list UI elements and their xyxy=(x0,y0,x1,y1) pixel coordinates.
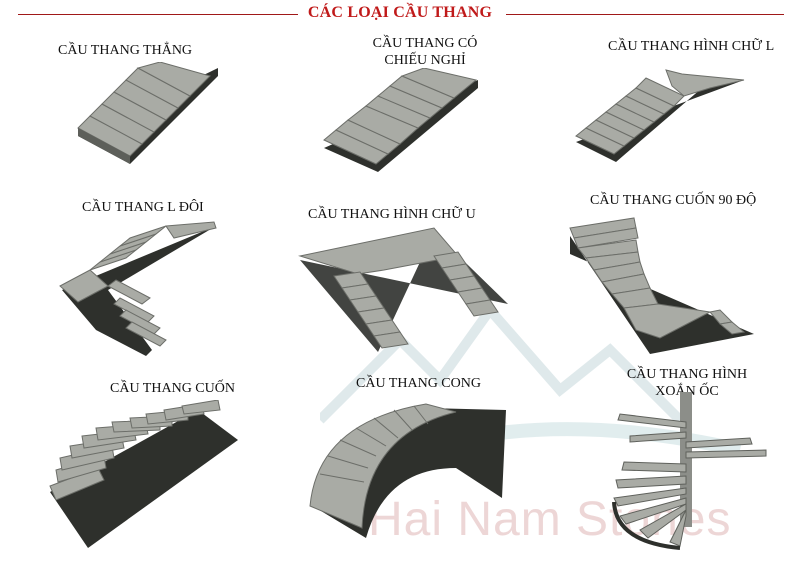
u-stair-illustration xyxy=(298,227,508,352)
page-title: CÁC LOẠI CẦU THANG xyxy=(0,4,800,22)
curved-stair-illustration xyxy=(309,403,506,538)
90-winder-stair-illustration xyxy=(569,217,754,354)
title-rule-right xyxy=(506,14,784,15)
landing-stair-illustration xyxy=(323,68,478,172)
winder-stair-illustration xyxy=(49,400,238,548)
double-l-stair-illustration xyxy=(59,221,217,356)
label-u-stair: CẦU THANG HÌNH CHỮ U xyxy=(308,207,476,222)
label-straight-stair: CẦU THANG THẲNG xyxy=(58,43,193,58)
label-winder-stair: CẦU THANG CUỐN xyxy=(110,381,235,396)
straight-stair-illustration xyxy=(77,62,218,164)
label-double-l-stair: CẦU THANG L ĐÔI xyxy=(82,200,204,215)
label-l-stair: CẦU THANG HÌNH CHỮ L xyxy=(608,39,775,54)
spiral-stair-illustration xyxy=(612,392,767,550)
title-rule-left xyxy=(18,14,298,15)
l-stair-illustration xyxy=(575,69,745,162)
label-90-winder-stair: CẦU THANG CUỐN 90 ĐỘ xyxy=(590,193,757,208)
title-bar: CÁC LOẠI CẦU THANG xyxy=(0,0,800,22)
label-curved-stair: CẦU THANG CONG xyxy=(356,376,481,391)
